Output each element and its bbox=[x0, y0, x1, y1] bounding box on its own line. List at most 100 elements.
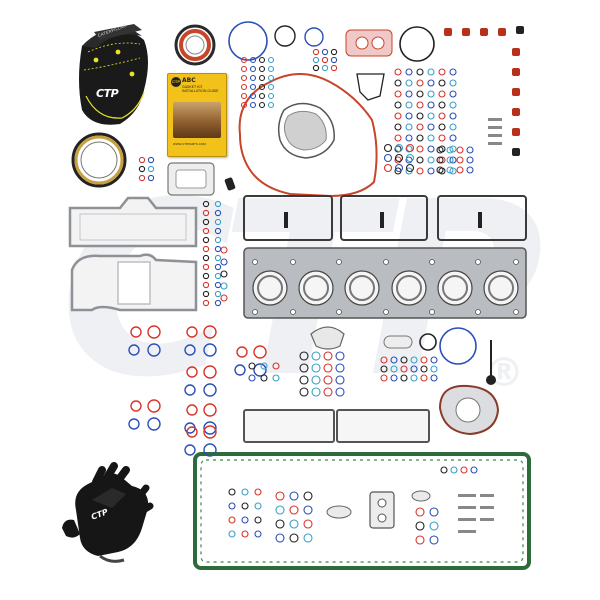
o-ring-icon bbox=[138, 174, 146, 182]
o-ring-icon bbox=[228, 502, 236, 510]
o-ring-icon bbox=[228, 516, 236, 524]
o-ring-icon bbox=[303, 519, 313, 529]
o-ring-icon bbox=[214, 209, 222, 217]
o-ring-icon bbox=[220, 258, 228, 266]
o-ring-icon bbox=[394, 153, 404, 163]
water-pump-gasket-icon bbox=[438, 384, 500, 436]
o-ring-icon bbox=[415, 535, 425, 545]
o-ring-icon bbox=[304, 27, 324, 47]
o-ring-icon bbox=[416, 134, 424, 142]
o-ring-icon bbox=[449, 156, 457, 164]
o-ring-icon bbox=[405, 101, 413, 109]
o-ring-icon bbox=[416, 68, 424, 76]
o-ring-icon bbox=[202, 218, 210, 226]
front-cover-gasket-icon bbox=[238, 73, 378, 198]
o-ring-icon bbox=[267, 92, 275, 100]
o-ring-icon bbox=[410, 374, 418, 382]
o-ring-icon bbox=[430, 374, 438, 382]
o-ring-icon bbox=[405, 134, 413, 142]
o-ring-icon bbox=[214, 272, 222, 280]
o-ring-icon bbox=[234, 364, 246, 376]
oil-cooler-gasket-icon bbox=[68, 196, 198, 248]
o-ring-icon bbox=[383, 163, 393, 173]
o-ring-icon bbox=[249, 83, 257, 91]
rear-seal-icon bbox=[174, 24, 216, 66]
o-ring-icon bbox=[416, 79, 424, 87]
o-ring-icon bbox=[456, 156, 464, 164]
o-ring-icon bbox=[299, 363, 309, 373]
o-ring-icon bbox=[416, 112, 424, 120]
o-ring-icon bbox=[405, 79, 413, 87]
o-ring-icon bbox=[228, 530, 236, 538]
o-ring-icon bbox=[405, 68, 413, 76]
o-ring-icon bbox=[254, 502, 262, 510]
o-ring-icon bbox=[335, 351, 345, 361]
o-ring-icon bbox=[147, 399, 161, 413]
o-ring-icon bbox=[214, 236, 222, 244]
o-ring-icon bbox=[272, 362, 280, 370]
o-ring-icon bbox=[128, 418, 140, 430]
o-ring-icon bbox=[130, 326, 142, 338]
o-ring-icon bbox=[203, 325, 217, 339]
o-ring-icon bbox=[258, 83, 266, 91]
o-ring-icon bbox=[438, 90, 446, 98]
o-ring-icon bbox=[258, 65, 266, 73]
o-ring-icon bbox=[449, 68, 457, 76]
o-ring-icon bbox=[258, 74, 266, 82]
o-ring-icon bbox=[405, 90, 413, 98]
o-ring-icon bbox=[456, 146, 464, 154]
o-ring-icon bbox=[267, 101, 275, 109]
o-ring-icon bbox=[274, 25, 296, 47]
o-ring-icon bbox=[449, 145, 457, 153]
o-ring-icon bbox=[438, 134, 446, 142]
o-ring-icon bbox=[303, 491, 313, 501]
o-ring-icon bbox=[267, 83, 275, 91]
o-ring-icon bbox=[330, 64, 338, 72]
o-ring-grid bbox=[128, 48, 478, 545]
o-ring-icon bbox=[254, 530, 262, 538]
o-ring-icon bbox=[394, 90, 402, 98]
o-ring-icon bbox=[203, 403, 217, 417]
o-ring-icon bbox=[275, 491, 285, 501]
o-ring-icon bbox=[214, 218, 222, 226]
o-ring-icon bbox=[289, 505, 299, 515]
o-ring-icon bbox=[186, 366, 198, 378]
o-ring-icon bbox=[335, 387, 345, 397]
o-ring-icon bbox=[184, 444, 196, 456]
o-ring-icon bbox=[128, 344, 140, 356]
o-ring-icon bbox=[400, 365, 408, 373]
o-ring-icon bbox=[321, 56, 329, 64]
o-ring-icon bbox=[248, 374, 256, 382]
booklet-title: ABC bbox=[182, 77, 196, 84]
o-ring-icon bbox=[249, 101, 257, 109]
o-ring-icon bbox=[449, 79, 457, 87]
o-ring-icon bbox=[394, 123, 402, 131]
o-ring-icon bbox=[436, 156, 444, 164]
o-ring-icon bbox=[415, 521, 425, 531]
o-ring-icon bbox=[258, 56, 266, 64]
o-ring-icon bbox=[440, 466, 448, 474]
o-ring-icon bbox=[438, 101, 446, 109]
o-ring-icon bbox=[202, 254, 210, 262]
o-ring-icon bbox=[400, 356, 408, 364]
small-flange-icon bbox=[383, 335, 413, 349]
o-ring-icon bbox=[249, 74, 257, 82]
o-ring-icon bbox=[438, 156, 446, 164]
o-ring-icon bbox=[220, 270, 228, 278]
booklet-subtitle: GASKET KIT INSTALLATION GUIDE bbox=[182, 85, 219, 93]
o-ring-icon bbox=[214, 299, 222, 307]
o-ring-icon bbox=[405, 163, 415, 173]
o-ring-icon bbox=[449, 101, 457, 109]
o-ring-icon bbox=[323, 363, 333, 373]
o-ring-icon bbox=[419, 333, 437, 351]
o-ring-icon bbox=[449, 123, 457, 131]
o-ring-icon bbox=[203, 443, 217, 457]
o-ring-icon bbox=[460, 466, 468, 474]
o-ring-icon bbox=[236, 346, 248, 358]
o-ring-icon bbox=[323, 351, 333, 361]
o-ring-icon bbox=[214, 263, 222, 271]
o-ring-icon bbox=[203, 425, 217, 439]
o-ring-icon bbox=[466, 146, 474, 154]
o-ring-icon bbox=[390, 374, 398, 382]
